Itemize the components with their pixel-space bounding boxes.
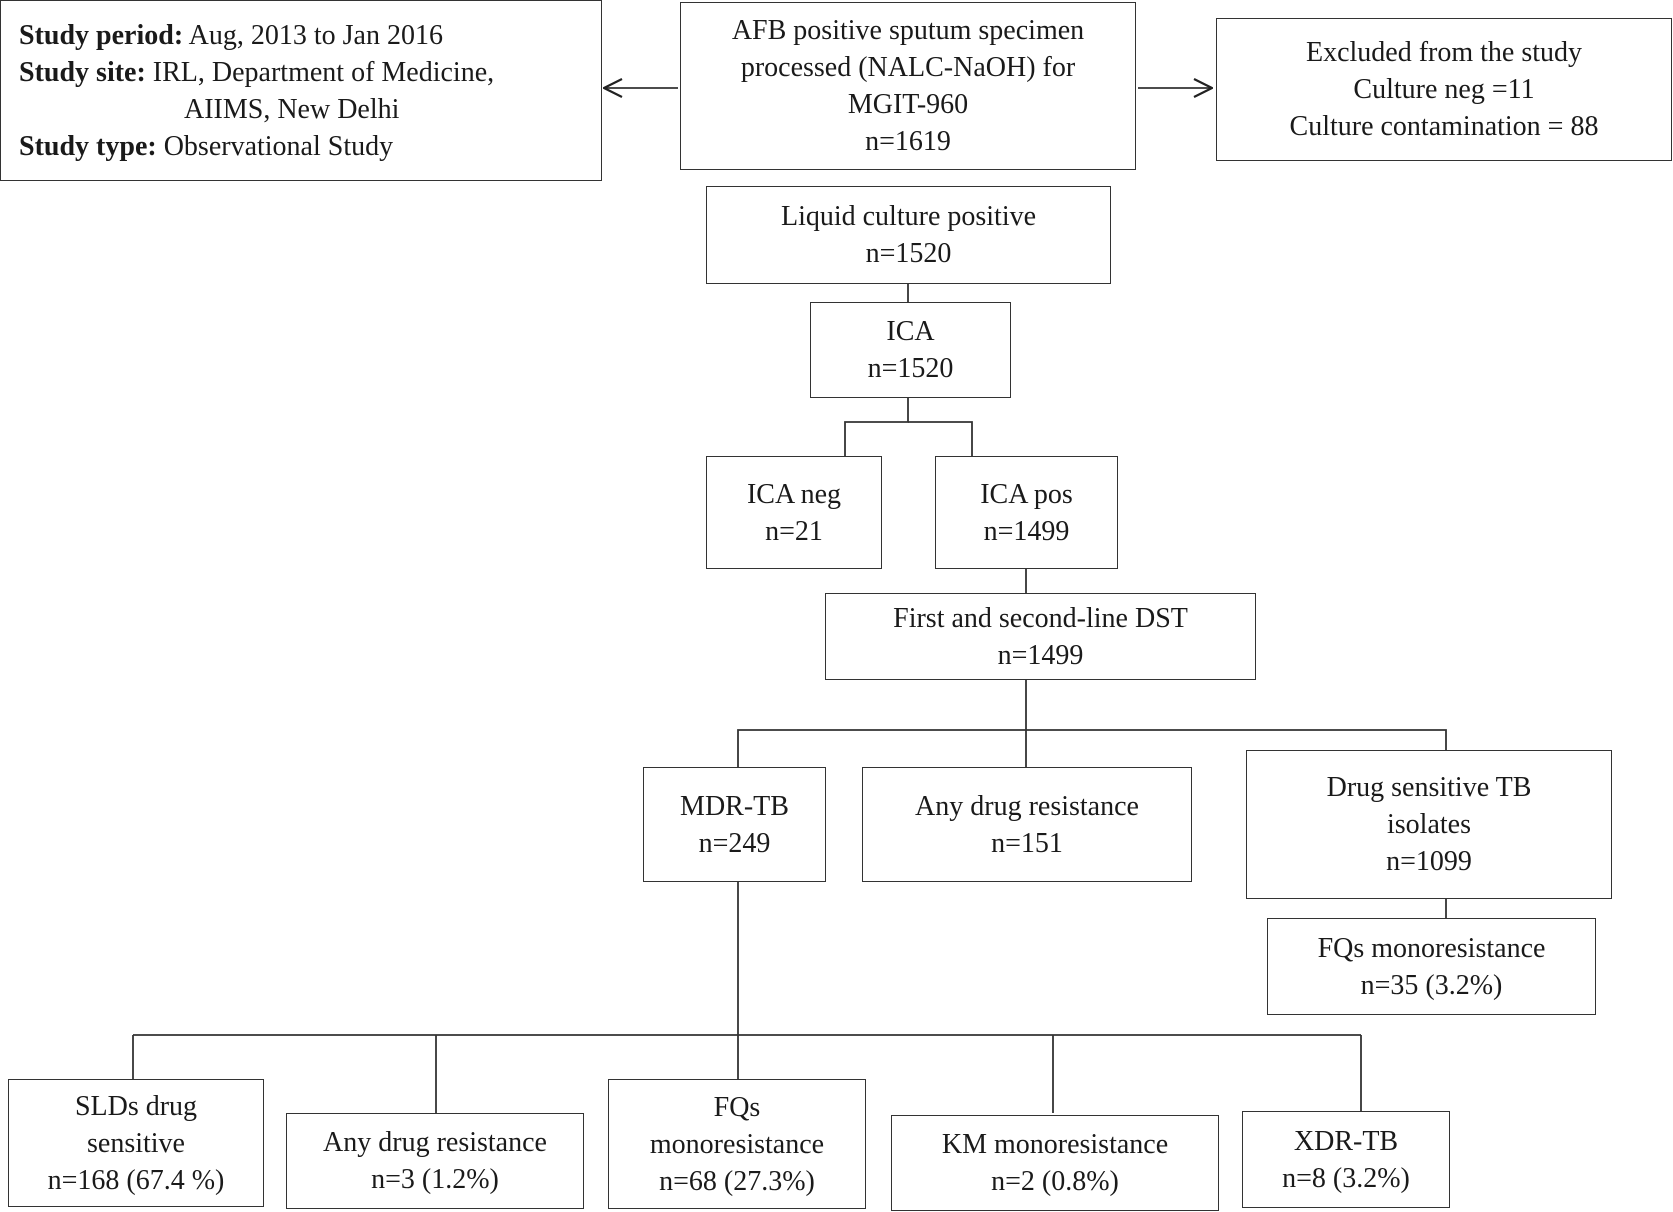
node-line: ICA pos bbox=[980, 478, 1073, 510]
node-line: XDR-TB bbox=[1293, 1125, 1399, 1157]
node-count: n=1499 bbox=[997, 639, 1084, 671]
node-line: Excluded from the study bbox=[1305, 37, 1583, 68]
node-line: FQs bbox=[713, 1091, 761, 1123]
mdr-tb-box: MDR-TB n=249 bbox=[643, 767, 826, 882]
dst-box: First and second-line DST n=1499 bbox=[825, 593, 1256, 680]
fq-monoresistance-mdr-box: FQs monoresistance n=68 (27.3%) bbox=[608, 1079, 866, 1209]
node-line: AFB positive sputum specimen bbox=[731, 15, 1085, 46]
node-count: n=1520 bbox=[865, 238, 952, 269]
study-site-value-2: AIIMS, New Delhi bbox=[184, 93, 400, 125]
node-line: Any drug resistance bbox=[323, 1127, 547, 1158]
node-line: MGIT-960 bbox=[847, 89, 969, 120]
node-count: n=8 (3.2%) bbox=[1282, 1162, 1410, 1194]
study-type-row: Study type: Observational Study bbox=[19, 128, 393, 165]
connector-ica-split bbox=[844, 398, 909, 456]
node-line: processed (NALC-NaOH) for bbox=[740, 52, 1076, 83]
study-info-box: Study period: Aug, 2013 to Jan 2016 Stud… bbox=[0, 0, 602, 181]
node-line: ICA bbox=[886, 316, 935, 347]
study-site-value: IRL, Department of Medicine, bbox=[152, 56, 495, 88]
ica-pos-box: ICA pos n=1499 bbox=[935, 456, 1118, 569]
node-count: n=3 (1.2%) bbox=[371, 1164, 499, 1195]
study-period-value: Aug, 2013 to Jan 2016 bbox=[188, 19, 443, 51]
node-count: n=1619 bbox=[865, 126, 951, 157]
study-period-row: Study period: Aug, 2013 to Jan 2016 bbox=[19, 17, 443, 54]
node-line: SLDs drug bbox=[74, 1090, 198, 1122]
ica-neg-box: ICA neg n=21 bbox=[706, 456, 882, 569]
km-monoresistance-box: KM monoresistance n=2 (0.8%) bbox=[891, 1115, 1219, 1211]
node-line: monoresistance bbox=[649, 1128, 825, 1160]
node-line: Liquid culture positive bbox=[780, 201, 1037, 232]
node-count: n=68 (27.3%) bbox=[659, 1165, 815, 1197]
node-count: n=1520 bbox=[867, 353, 954, 384]
node-line: Culture neg =11 bbox=[1353, 74, 1535, 105]
node-line: Drug sensitive TB bbox=[1326, 772, 1532, 803]
study-type-label: Study type: bbox=[19, 130, 157, 162]
any-drug-resistance-box: Any drug resistance n=151 bbox=[862, 767, 1192, 882]
node-count: n=168 (67.4 %) bbox=[47, 1164, 225, 1196]
connector-ica-pos bbox=[908, 421, 973, 456]
node-line: First and second-line DST bbox=[893, 602, 1188, 634]
study-period-label: Study period: bbox=[19, 19, 184, 51]
node-line: isolates bbox=[1387, 809, 1471, 840]
node-count: n=21 bbox=[765, 515, 823, 547]
node-count: n=1099 bbox=[1386, 846, 1472, 877]
study-site-row-2: AIIMS, New Delhi bbox=[19, 91, 399, 128]
node-count: n=249 bbox=[698, 827, 771, 859]
node-count: n=35 (3.2%) bbox=[1360, 969, 1503, 1001]
xdr-tb-box: XDR-TB n=8 (3.2%) bbox=[1242, 1111, 1450, 1208]
node-count: n=2 (0.8%) bbox=[991, 1166, 1119, 1197]
node-line: FQs monoresistance bbox=[1317, 932, 1546, 964]
node-line: KM monoresistance bbox=[941, 1129, 1169, 1160]
node-count: n=1499 bbox=[983, 515, 1070, 547]
connector-dst-branches bbox=[737, 729, 1447, 767]
fq-monoresistance-ds-box: FQs monoresistance n=35 (3.2%) bbox=[1267, 918, 1596, 1015]
study-site-label: Study site: bbox=[19, 56, 146, 88]
node-line: ICA neg bbox=[746, 478, 842, 510]
ica-box: ICA n=1520 bbox=[810, 302, 1011, 398]
study-site-row: Study site: IRL, Department of Medicine, bbox=[19, 54, 494, 91]
node-count: n=151 bbox=[991, 827, 1063, 859]
excluded-box: Excluded from the study Culture neg =11 … bbox=[1216, 18, 1672, 161]
study-type-value: Observational Study bbox=[163, 130, 394, 162]
node-line: Culture contamination = 88 bbox=[1289, 111, 1599, 142]
drug-sensitive-box: Drug sensitive TB isolates n=1099 bbox=[1246, 750, 1612, 899]
slds-sensitive-box: SLDs drug sensitive n=168 (67.4 %) bbox=[8, 1079, 264, 1207]
node-line: sensitive bbox=[87, 1127, 185, 1159]
liquid-culture-box: Liquid culture positive n=1520 bbox=[706, 186, 1111, 284]
node-line: Any drug resistance bbox=[915, 790, 1139, 822]
afb-specimen-box: AFB positive sputum specimen processed (… bbox=[680, 2, 1136, 170]
node-line: MDR-TB bbox=[680, 790, 789, 822]
mdr-any-resistance-box: Any drug resistance n=3 (1.2%) bbox=[286, 1113, 584, 1209]
